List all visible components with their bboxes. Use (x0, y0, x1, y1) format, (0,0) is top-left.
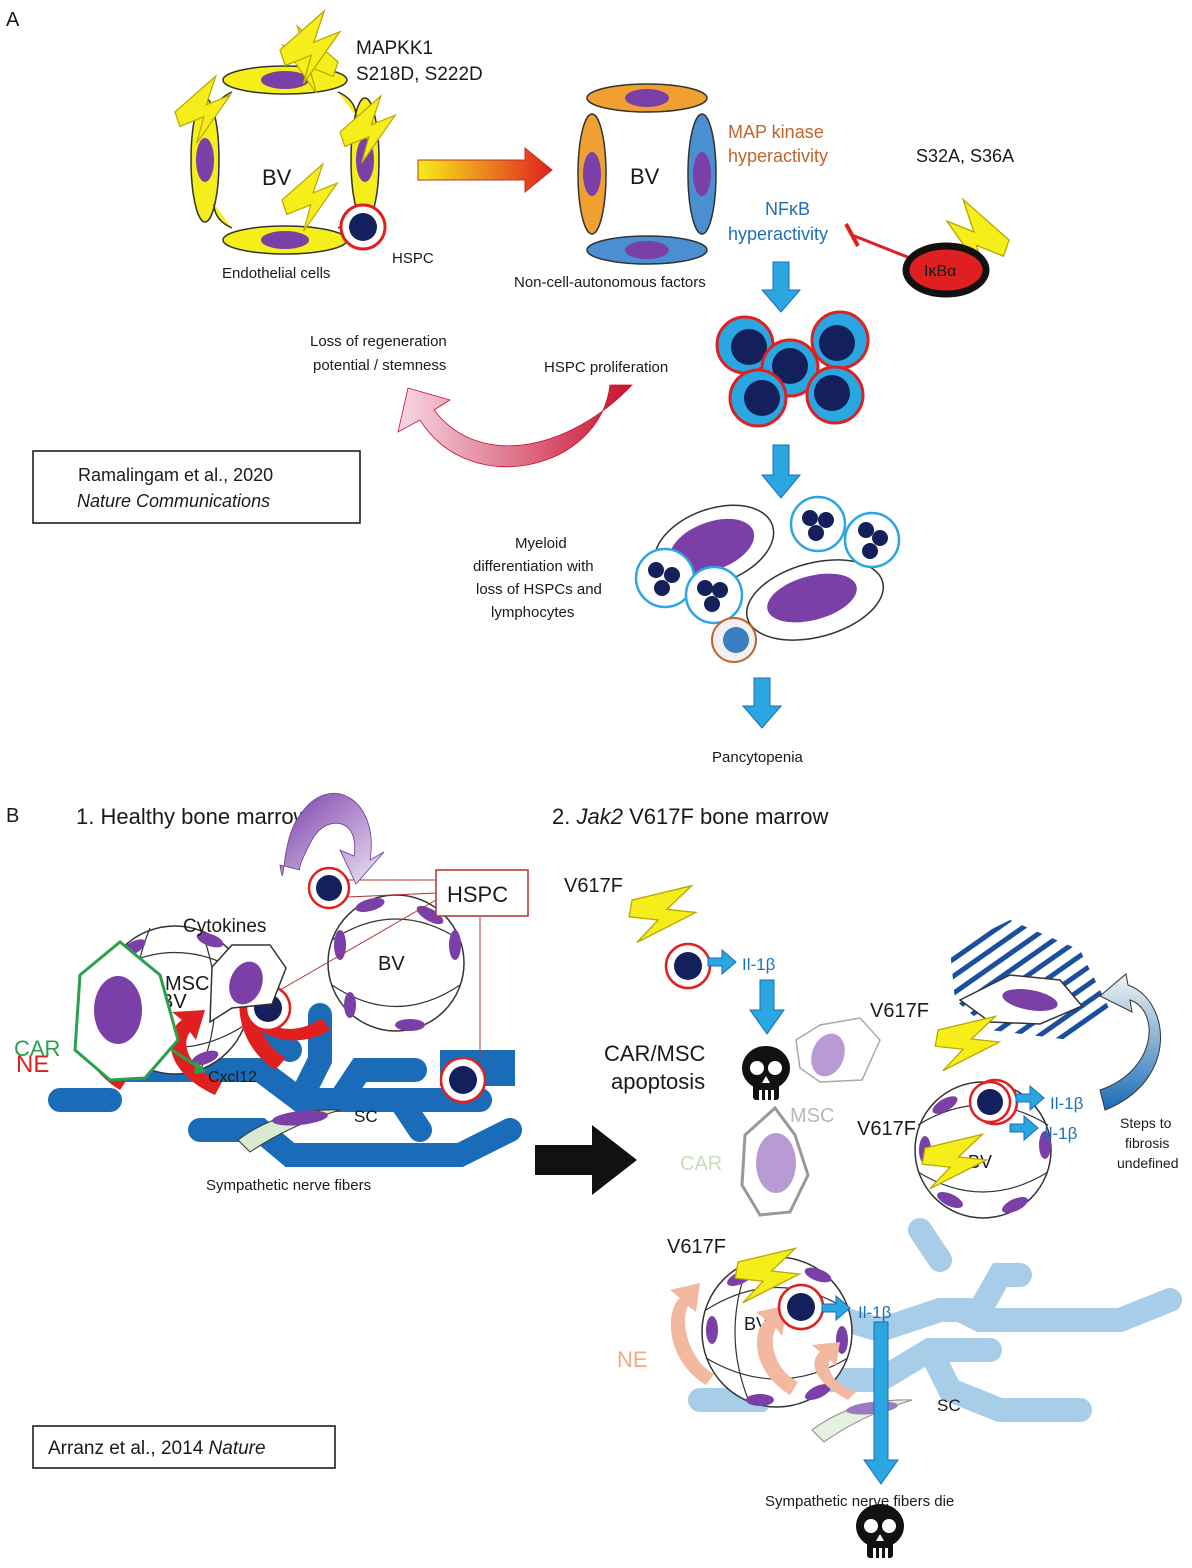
hspc-label-b: HSPC (447, 882, 508, 907)
hspc-cell (339, 203, 387, 251)
hspc-proliferation-label: HSPC proliferation (544, 359, 668, 376)
msc-cell-faded (795, 1017, 881, 1083)
hspc-label-a: HSPC (392, 250, 434, 267)
il1b-arrow (1009, 1114, 1039, 1142)
sympathetic-label: Sympathetic nerve fibers (206, 1177, 371, 1194)
citation-box-a (32, 450, 361, 524)
myeloid-cells (634, 495, 901, 663)
v617f-label-3: V617F (857, 1118, 916, 1140)
skull-icon (742, 1046, 790, 1100)
myeloid-label-4: lymphocytes (491, 604, 574, 621)
v617f-label-1: V617F (564, 875, 623, 897)
citation-a-authors: Ramalingam et al., 2020 (78, 465, 273, 485)
sc-label: SC (354, 1107, 378, 1126)
curved-arrow (397, 384, 633, 468)
car-label-faded: CAR (680, 1153, 722, 1175)
blood-vessel-activated (190, 65, 380, 255)
il1b-label-1: Il-1β (742, 955, 776, 974)
msc-label: MSC (165, 973, 209, 995)
car-cell (73, 940, 206, 1082)
cxcl12-label: Cxcl12 (208, 1069, 257, 1086)
fibrosis-arrow (1099, 973, 1162, 1111)
non-cell-autonomous-label: Non-cell-autonomous factors (514, 274, 706, 291)
bv-label-a1: BV (262, 165, 292, 190)
map-kinase-label: MAP kinase (728, 122, 824, 142)
loss-stemness-label: potential / stemness (313, 357, 446, 374)
sc-label-b: SC (937, 1396, 961, 1415)
pancytopenia-label: Pancytopenia (712, 749, 804, 766)
ne-label: NE (16, 1051, 49, 1078)
mapkk1-mutation-label: S218D, S222D (356, 64, 483, 85)
il1b-arrow (1015, 1084, 1045, 1112)
steps-label-3: undefined (1117, 1155, 1179, 1171)
down-arrow-long (863, 1321, 899, 1485)
nfkb-hyper-label: hyperactivity (728, 224, 828, 244)
panel-b-label: B (6, 805, 19, 827)
hspc-callout-lines (279, 879, 481, 1058)
il1b-label-3: Il-1β (1044, 1124, 1078, 1143)
ne-arrows-faded (670, 1283, 856, 1400)
lightning-icon (174, 75, 231, 144)
hspc-cell (439, 1056, 487, 1104)
ikb-label: IκBα (924, 263, 956, 280)
hspc-cell (664, 942, 712, 990)
down-arrow (741, 677, 783, 729)
myeloid-label-2: differentiation with (473, 558, 594, 575)
bv-label-a2: BV (630, 164, 660, 189)
jak2-title: 2. Jak2 V617F bone marrow (552, 804, 829, 829)
myeloid-label-3: loss of HSPCs and (476, 581, 602, 598)
hspc-cell (307, 866, 351, 910)
il1b-arrow (821, 1294, 851, 1322)
cytokines-label: Cytokines (183, 916, 266, 937)
myeloid-label-1: Myeloid (515, 535, 567, 552)
fibrosis-area (950, 920, 1110, 1040)
car-label: CAR (14, 1036, 60, 1061)
inhibition-line (844, 223, 916, 262)
car-cell-faded (740, 1105, 810, 1217)
v617f-label-4: V617F (667, 1236, 726, 1258)
steps-label-1: Steps to (1120, 1115, 1172, 1131)
il1b-label-4: Il-1β (858, 1303, 892, 1322)
loss-regeneration-label: Loss of regeneration (310, 333, 447, 350)
transition-arrow-black (535, 1125, 637, 1195)
apoptosis-label: apoptosis (611, 1069, 705, 1094)
il1b-arrow (707, 948, 737, 976)
blood-vessel-healthy-right (327, 894, 465, 1032)
schwann-cell-faded (811, 1399, 913, 1443)
citation-a-journal: Nature Communications (77, 491, 270, 511)
citation-b: Arranz et al., 2014 Nature (48, 1438, 266, 1459)
ne-label-faded: NE (617, 1347, 648, 1372)
healthy-title: 1. Healthy bone marrow (76, 804, 310, 829)
down-arrow (760, 444, 802, 499)
ikb-protein (902, 242, 990, 298)
il1b-label-2: Il-1β (1050, 1094, 1084, 1113)
hspc-label-box (435, 869, 529, 917)
panel-a-label: A (6, 9, 20, 31)
skull-icon (856, 1504, 904, 1558)
down-arrow (760, 261, 802, 313)
bv-label-b2: BV (378, 953, 405, 975)
msc-cell (209, 944, 287, 1024)
map-kinase-hyper-label: hyperactivity (728, 146, 828, 166)
schwann-cell (237, 1109, 341, 1153)
hspc-cell-bv-nucleus (977, 1089, 1003, 1115)
endothelial-label: Endothelial cells (222, 265, 330, 282)
nerve-die-label: Sympathetic nerve fibers die (765, 1493, 954, 1510)
msc-label-faded: MSC (790, 1105, 834, 1127)
citation-box-b (32, 1425, 336, 1469)
proliferating-hspcs (715, 310, 870, 428)
car-msc-label: CAR/MSC (604, 1041, 706, 1066)
v617f-label-2: V617F (870, 1000, 929, 1022)
nfkb-label: NFκB (765, 199, 810, 219)
steps-label-2: fibrosis (1125, 1135, 1169, 1151)
transition-arrow (417, 146, 553, 194)
blood-vessel-hyperactive (577, 83, 717, 265)
mapkk1-label: MAPKK1 (356, 38, 433, 59)
down-arrow (749, 979, 785, 1035)
hspc-cell (777, 1283, 825, 1331)
cytokine-arrow (279, 793, 385, 885)
ikb-mutation-label: S32A, S36A (916, 146, 1014, 166)
